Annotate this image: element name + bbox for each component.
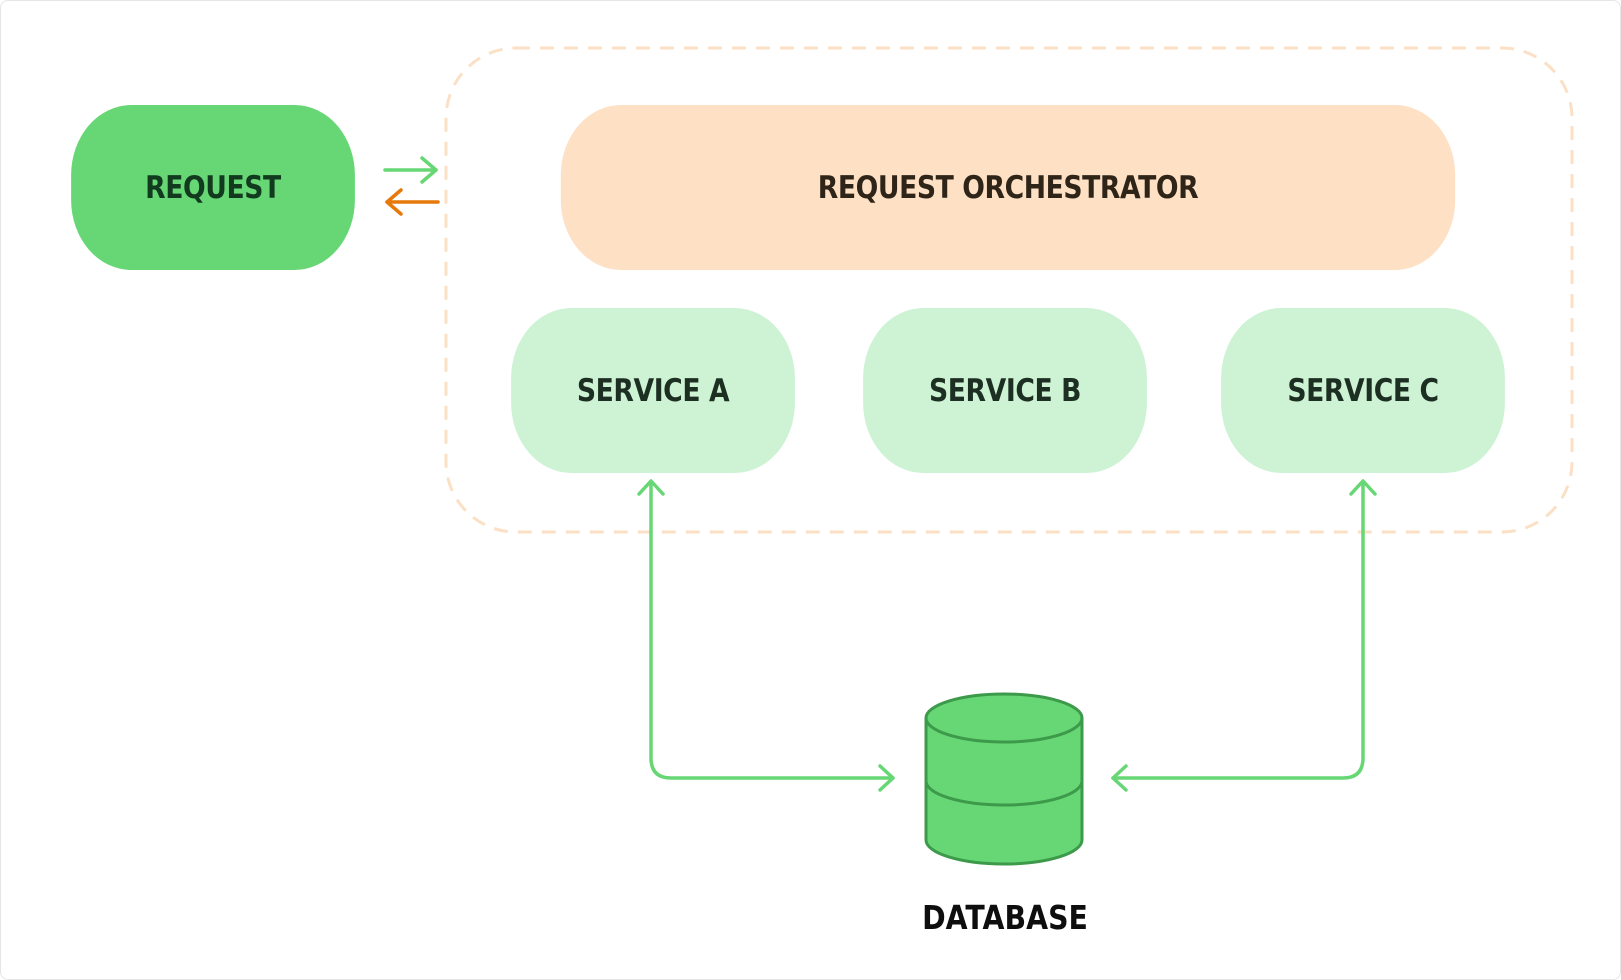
database-label: DATABASE: [922, 897, 1088, 937]
orchestrator-boundary: [444, 46, 1574, 534]
database-cylinder-icon: [924, 692, 1084, 866]
request-node: REQUEST: [71, 105, 355, 270]
service-b-label: SERVICE B: [928, 372, 1082, 409]
orchestrator-label: REQUEST ORCHESTRATOR: [817, 169, 1199, 206]
service-a-database-connector: [637, 479, 895, 792]
service-b-node: SERVICE B: [863, 308, 1147, 473]
service-c-node: SERVICE C: [1221, 308, 1505, 473]
request-label: REQUEST: [145, 169, 281, 206]
service-a-label: SERVICE A: [576, 372, 730, 409]
response-return-arrow: [385, 188, 440, 216]
request-forward-arrow: [383, 156, 438, 184]
service-a-node: SERVICE A: [511, 308, 795, 473]
service-c-database-connector: [1111, 479, 1377, 792]
service-c-label: SERVICE C: [1287, 372, 1439, 409]
request-orchestrator-node: REQUEST ORCHESTRATOR: [560, 105, 1456, 270]
